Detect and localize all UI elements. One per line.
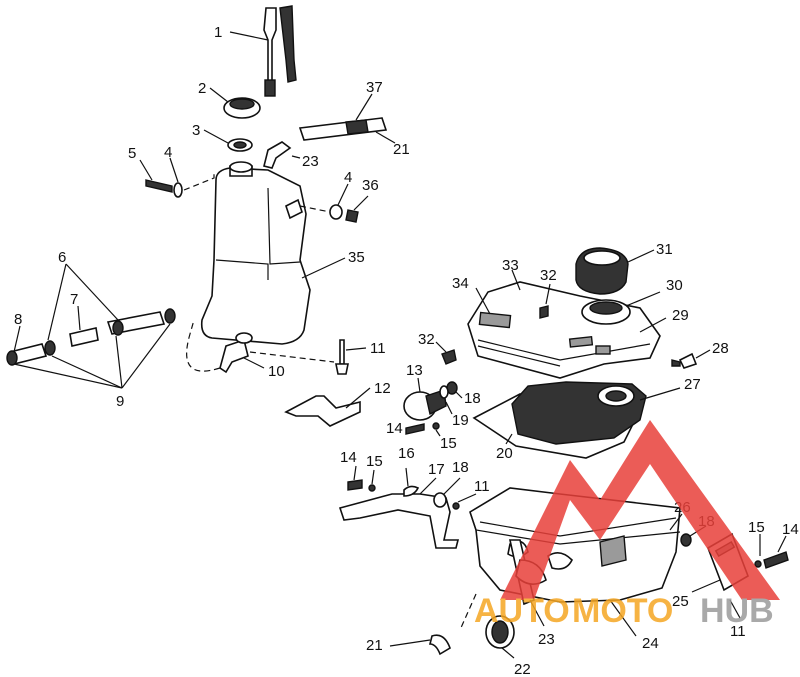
watermark-logo: AUTO MOTO HUB <box>474 420 780 630</box>
callout-16: 16 <box>398 445 415 462</box>
callout-4-left: 4 <box>164 144 172 161</box>
watermark-text-auto: AUTO <box>474 592 570 630</box>
clip-16 <box>403 485 420 497</box>
callout-19: 19 <box>452 412 469 429</box>
cover-decal <box>478 311 512 329</box>
callout-34: 34 <box>452 275 469 292</box>
callout-29: 29 <box>672 307 689 324</box>
callout-11-top: 11 <box>370 340 386 357</box>
vent-elbow-fitting <box>263 141 292 169</box>
outlet-fitting <box>219 338 249 374</box>
screw-14 <box>405 423 425 435</box>
callout-6: 6 <box>58 249 66 266</box>
callout-18-top: 18 <box>464 390 481 407</box>
callout-15-mid: 15 <box>440 435 457 452</box>
watermark-triangle-icon <box>500 420 780 600</box>
callout-28: 28 <box>712 340 729 357</box>
sender-connector <box>264 79 276 97</box>
callout-21-top: 21 <box>393 141 410 158</box>
check-valve <box>339 339 345 365</box>
callout-8: 8 <box>14 311 22 328</box>
callout-23-top: 23 <box>302 153 319 170</box>
callout-37: 37 <box>366 79 383 96</box>
callout-14-lower: 14 <box>340 449 357 466</box>
washer-right <box>329 204 343 220</box>
mount-bolt <box>145 179 173 193</box>
callout-23-bottom: 23 <box>538 631 555 648</box>
fuel-filter <box>69 327 99 347</box>
callout-4-right: 4 <box>344 169 352 186</box>
fuel-tank-group <box>6 5 396 427</box>
callout-25: 25 <box>672 593 689 610</box>
grommet-top <box>539 305 549 319</box>
washer-15 <box>432 422 440 430</box>
watermark-text-hub: HUB <box>700 592 774 630</box>
callout-15-right: 15 <box>748 519 765 536</box>
callout-20: 20 <box>496 445 513 462</box>
callout-30: 30 <box>666 277 683 294</box>
callout-11-bottom: 11 <box>730 623 746 640</box>
fuel-tank <box>200 167 311 345</box>
callout-11-mid: 11 <box>474 478 490 495</box>
callout-9: 9 <box>116 393 124 410</box>
callout-22: 22 <box>514 661 531 677</box>
callout-12: 12 <box>374 380 391 397</box>
callout-27: 27 <box>684 376 701 393</box>
callout-33: 33 <box>502 257 519 274</box>
callout-36: 36 <box>362 177 379 194</box>
callout-2: 2 <box>198 80 206 97</box>
vent-hose <box>298 117 388 141</box>
callout-14-mid: 14 <box>386 420 403 437</box>
callout-31: 31 <box>656 241 673 258</box>
callout-15-lower: 15 <box>366 453 383 470</box>
callout-32-left: 32 <box>418 331 435 348</box>
callout-32-top: 32 <box>540 267 557 284</box>
callout-1: 1 <box>214 24 222 41</box>
drain-hose <box>428 634 451 656</box>
watermark-text-moto: MOTO <box>572 592 673 630</box>
airbox-cover <box>467 281 661 379</box>
callout-3: 3 <box>192 122 200 139</box>
callout-35: 35 <box>348 249 365 266</box>
callout-13: 13 <box>406 362 423 379</box>
nut-right <box>345 209 359 223</box>
callout-labels: 1 2 3 4 4 5 6 7 8 9 10 11 11 11 12 13 14… <box>14 24 799 677</box>
grommet-left <box>441 349 457 365</box>
clip-28 <box>678 352 698 369</box>
callout-17: 17 <box>428 461 445 478</box>
mount-washer <box>173 182 183 198</box>
callout-14-right: 14 <box>782 521 799 538</box>
callout-21-bottom: 21 <box>366 637 383 654</box>
callout-7: 7 <box>70 291 78 308</box>
callout-24: 24 <box>642 635 659 652</box>
lower-bracket <box>338 493 460 549</box>
sender-wire <box>279 5 297 83</box>
callout-18-mid: 18 <box>452 459 469 476</box>
tank-bracket <box>284 395 361 427</box>
callout-10: 10 <box>268 363 285 380</box>
callout-5: 5 <box>128 145 136 162</box>
fuel-gauge-sender <box>263 7 277 86</box>
